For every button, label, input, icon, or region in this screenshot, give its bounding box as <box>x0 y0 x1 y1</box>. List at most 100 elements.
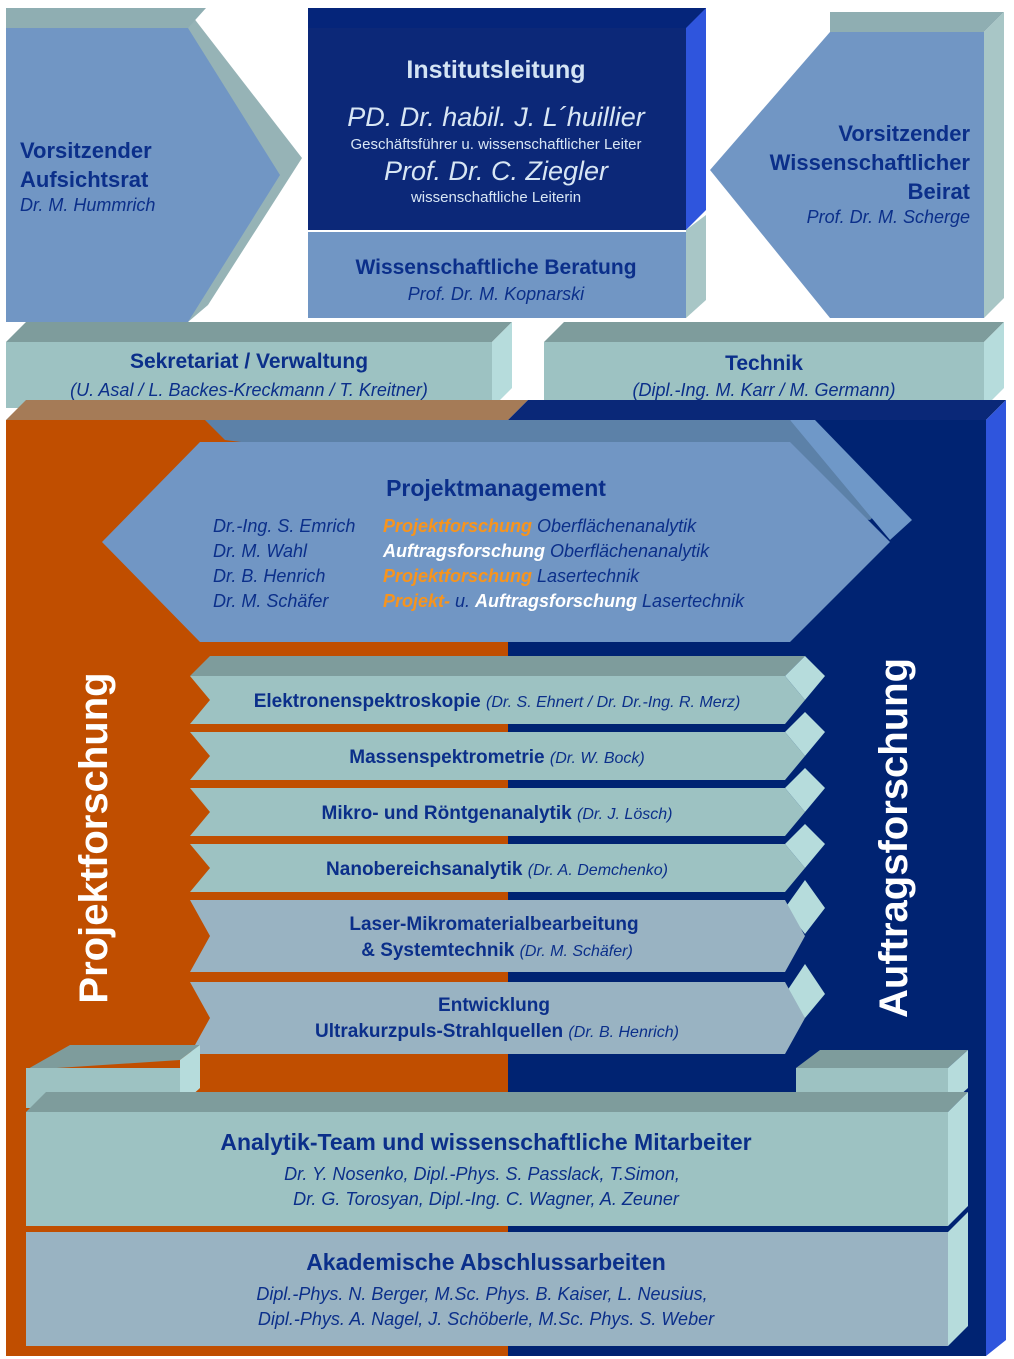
pedestal-left-top <box>26 1045 200 1070</box>
akademisch-side <box>948 1212 968 1346</box>
akademisch-box <box>26 1232 948 1346</box>
left-chevron-box <box>6 28 280 322</box>
group-label: Nanobereichsanalytik (Dr. A. Demchenko) <box>326 860 668 879</box>
leitung-top <box>308 8 706 28</box>
pm-role-highlight: Auftragsforschung <box>383 541 545 561</box>
right-chevron-side <box>984 12 1004 318</box>
group-title: Massenspektrometrie <box>349 747 545 768</box>
pedestal-left-side <box>180 1045 200 1106</box>
pm-person-role: Projektforschung Oberflächenanalytik <box>383 517 696 535</box>
left-chevron-top <box>6 8 206 28</box>
group-person: (Dr. A. Demchenko) <box>527 862 668 879</box>
leiter-2-name: Prof. Dr. C. Ziegler <box>383 156 609 186</box>
sekretariat-names: (U. Asal / L. Backes-Kreckmann / T. Krei… <box>70 380 428 400</box>
projektmanagement-title: Projektmanagement <box>386 475 606 501</box>
sekretariat-side <box>492 322 512 408</box>
institutsleitung-title: Institutsleitung <box>406 56 586 84</box>
group-label: & Systemtechnik (Dr. M. Schäfer) <box>361 941 633 960</box>
pm-role-field: Oberflächenanalytik <box>532 516 697 536</box>
beirat-title-2: Wissenschaftlicher <box>769 150 970 175</box>
technik-side <box>984 322 1004 408</box>
beratung-title: Wissenschaftliche Beratung <box>355 256 637 279</box>
right-chevron-box <box>710 32 984 318</box>
analytik-title: Analytik-Team und wissenschaftliche Mita… <box>220 1129 752 1155</box>
beratung-name: Prof. Dr. M. Kopnarski <box>407 284 585 304</box>
group-box-1 <box>190 656 825 724</box>
pm-person-role: Projektforschung Lasertechnik <box>383 567 639 585</box>
group-box-2 <box>190 712 825 780</box>
technik-box <box>544 342 984 408</box>
pm-box <box>102 442 890 642</box>
pm-person-role: Auftragsforschung Oberflächenanalytik <box>383 542 709 560</box>
akademisch-line-2: Dipl.-Phys. A. Nagel, J. Schöberle, M.Sc… <box>257 1309 715 1329</box>
group-label: Massenspektrometrie (Dr. W. Bock) <box>349 748 644 767</box>
pm-role-field: Oberflächenanalytik <box>545 541 710 561</box>
group-label: Mikro- und Röntgenanalytik (Dr. J. Lösch… <box>322 804 673 823</box>
group-person: (Dr. M. Schäfer) <box>519 943 633 960</box>
leiter-2-role: wissenschaftliche Leiterin <box>410 189 582 206</box>
analytik-line-1: Dr. Y. Nosenko, Dipl.-Phys. S. Passlack,… <box>284 1164 680 1184</box>
aufsichtsrat-name: Dr. M. Hummrich <box>20 195 156 215</box>
auftragsforschung-label: Auftragsforschung <box>872 658 916 1018</box>
pm-person-name: Dr. B. Henrich <box>213 566 326 586</box>
right-chevron-top <box>830 12 1004 32</box>
group-person: (Dr. S. Ehnert / Dr. Dr.-Ing. R. Merz) <box>486 694 741 711</box>
group-title: Elektronenspektroskopie <box>253 691 481 712</box>
group-title: Entwicklung <box>438 995 550 1016</box>
beirat-title-3: Beirat <box>907 179 970 204</box>
group-person: (Dr. J. Lösch) <box>577 806 673 823</box>
beratung-side <box>686 215 706 318</box>
group-box-6 <box>190 964 825 1054</box>
leiter-1-name: PD. Dr. habil. J. L´huillier <box>347 102 645 132</box>
technik-title: Technik <box>725 352 803 375</box>
sekretariat-box <box>6 342 492 408</box>
group-title: & Systemtechnik <box>361 940 515 961</box>
analytik-side <box>948 1092 968 1226</box>
beirat-title-1: Vorsitzender <box>838 121 970 146</box>
group-person: (Dr. B. Henrich) <box>568 1024 679 1041</box>
analytik-box <box>26 1112 948 1226</box>
pedestal-right-top <box>796 1050 968 1068</box>
akademisch-title: Akademische Abschlussarbeiten <box>306 1249 666 1275</box>
technik-names: (Dipl.-Ing. M. Karr / M. Germann) <box>632 380 896 400</box>
aufsichtsrat-title-1: Vorsitzender <box>20 138 152 163</box>
projektforschung-label: Projektforschung <box>72 672 116 1004</box>
pm-role-field: Lasertechnik <box>532 566 640 586</box>
group-title: Nanobereichsanalytik <box>326 859 523 880</box>
pm-role-highlight: Auftragsforschung <box>475 591 638 611</box>
sekretariat-title: Sekretariat / Verwaltung <box>129 350 369 373</box>
group-person: (Dr. W. Bock) <box>549 750 645 767</box>
pm-person-name: Dr. M. Wahl <box>213 541 308 561</box>
pm-role-field: Lasertechnik <box>637 591 745 611</box>
group-title: Mikro- und Röntgenanalytik <box>321 803 572 824</box>
sekretariat-top <box>6 322 512 342</box>
analytik-top <box>26 1092 968 1112</box>
aufsichtsrat-title-2: Aufsichtsrat <box>20 167 149 192</box>
pm-side <box>790 420 912 540</box>
beirat-name: Prof. Dr. M. Scherge <box>806 207 970 227</box>
group-title: Laser-Mikromaterialbearbeitung <box>349 914 639 935</box>
leitung-box <box>308 28 686 230</box>
pm-role-highlight: Projektforschung <box>383 516 533 536</box>
group-box-3 <box>190 768 825 836</box>
analytik-line-2: Dr. G. Torosyan, Dipl.-Ing. C. Wagner, A… <box>293 1189 679 1209</box>
beratung-box <box>308 232 686 318</box>
akademisch-line-1: Dipl.-Phys. N. Berger, M.Sc. Phys. B. Ka… <box>256 1284 708 1304</box>
leiter-1-role: Geschäftsführer u. wissenschaftlicher Le… <box>350 136 642 153</box>
pm-role-connector: u. <box>450 591 476 611</box>
group-box-4 <box>190 824 825 892</box>
group-label: Elektronenspektroskopie (Dr. S. Ehnert /… <box>254 692 741 711</box>
group-box-5 <box>190 880 825 972</box>
pm-person-role: Projekt- u. Auftragsforschung Lasertechn… <box>383 592 744 610</box>
group-label: Ultrakurzpuls-Strahlquellen (Dr. B. Henr… <box>315 1022 679 1041</box>
main-side <box>986 400 1006 1356</box>
pm-person-name: Dr. M. Schäfer <box>213 591 329 611</box>
technik-top <box>544 322 1004 342</box>
pm-role-highlight: Projekt- <box>383 591 451 611</box>
main-top-right <box>508 400 1006 420</box>
main-top-left <box>6 400 528 420</box>
leitung-side <box>686 8 706 230</box>
pm-person-name: Dr.-Ing. S. Emrich <box>213 516 356 536</box>
group-title: Ultrakurzpuls-Strahlquellen <box>315 1021 564 1042</box>
